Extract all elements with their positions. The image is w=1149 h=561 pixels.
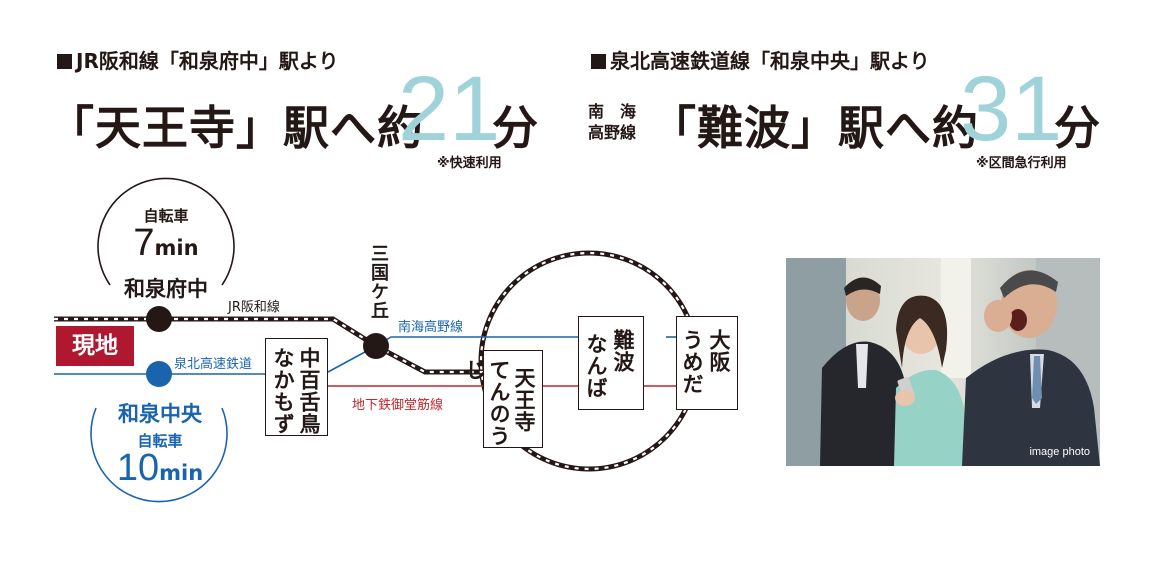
route2-note: ※区間急行利用 bbox=[976, 156, 1067, 171]
station-a-name: 和泉府中 bbox=[124, 277, 208, 301]
photo-caption: image photo bbox=[1029, 446, 1090, 458]
route2-destination: 「難波」駅へ約 bbox=[650, 101, 979, 155]
route2-header: 泉北高速鉄道線「和泉中央」駅より bbox=[591, 45, 930, 74]
mikunigaoka-dot bbox=[363, 333, 389, 359]
route1-header: JR阪和線「和泉府中」駅より bbox=[57, 45, 338, 74]
route2-unit: 分 bbox=[1054, 101, 1101, 155]
station-b-bike-label: 自転車 bbox=[137, 432, 183, 450]
mikunigaoka-label: 三国ケ丘 bbox=[368, 244, 389, 320]
station-b-arc bbox=[90, 407, 228, 503]
square-bullet-icon bbox=[591, 54, 606, 69]
route1-unit: 分 bbox=[492, 101, 539, 155]
commuter-photo: image photo bbox=[786, 258, 1100, 466]
station-a-time: 7min bbox=[133, 222, 199, 264]
route2-minutes: 31 bbox=[960, 58, 1063, 160]
nakamozu-station-box: 中百舌鳥 なかもず bbox=[265, 338, 328, 436]
station-a-dot bbox=[146, 306, 172, 332]
nankai-line-label: 南海高野線 bbox=[398, 320, 464, 335]
umeda-station-box: 大阪 うめだ bbox=[676, 316, 738, 410]
square-bullet-icon bbox=[57, 54, 72, 69]
current-location-badge: 現地 bbox=[56, 326, 134, 366]
tennoji-station-box: 天王寺 てんのうじ bbox=[463, 350, 543, 448]
senboku-line-label: 泉北高速鉄道 bbox=[174, 357, 253, 372]
station-b-name: 和泉中央 bbox=[118, 402, 202, 426]
route1-note: ※快速利用 bbox=[437, 156, 502, 171]
station-b-dot bbox=[146, 361, 172, 387]
midosuji-line-label: 地下鉄御堂筋線 bbox=[352, 398, 444, 413]
commuter-photo-illustration bbox=[786, 258, 1100, 466]
station-b-time: 10min bbox=[116, 447, 204, 489]
route1-destination: 「天王寺」駅へ約 bbox=[48, 101, 424, 155]
station-a-bike-label: 自転車 bbox=[143, 207, 189, 225]
route1-minutes: 21 bbox=[398, 58, 501, 160]
jr-line-label: JR阪和線 bbox=[228, 300, 280, 315]
route2-line-tag: 南 海 高野線 bbox=[588, 102, 637, 142]
namba-station-box: 難波 なんば bbox=[578, 316, 644, 410]
station-a-arc bbox=[97, 177, 235, 286]
